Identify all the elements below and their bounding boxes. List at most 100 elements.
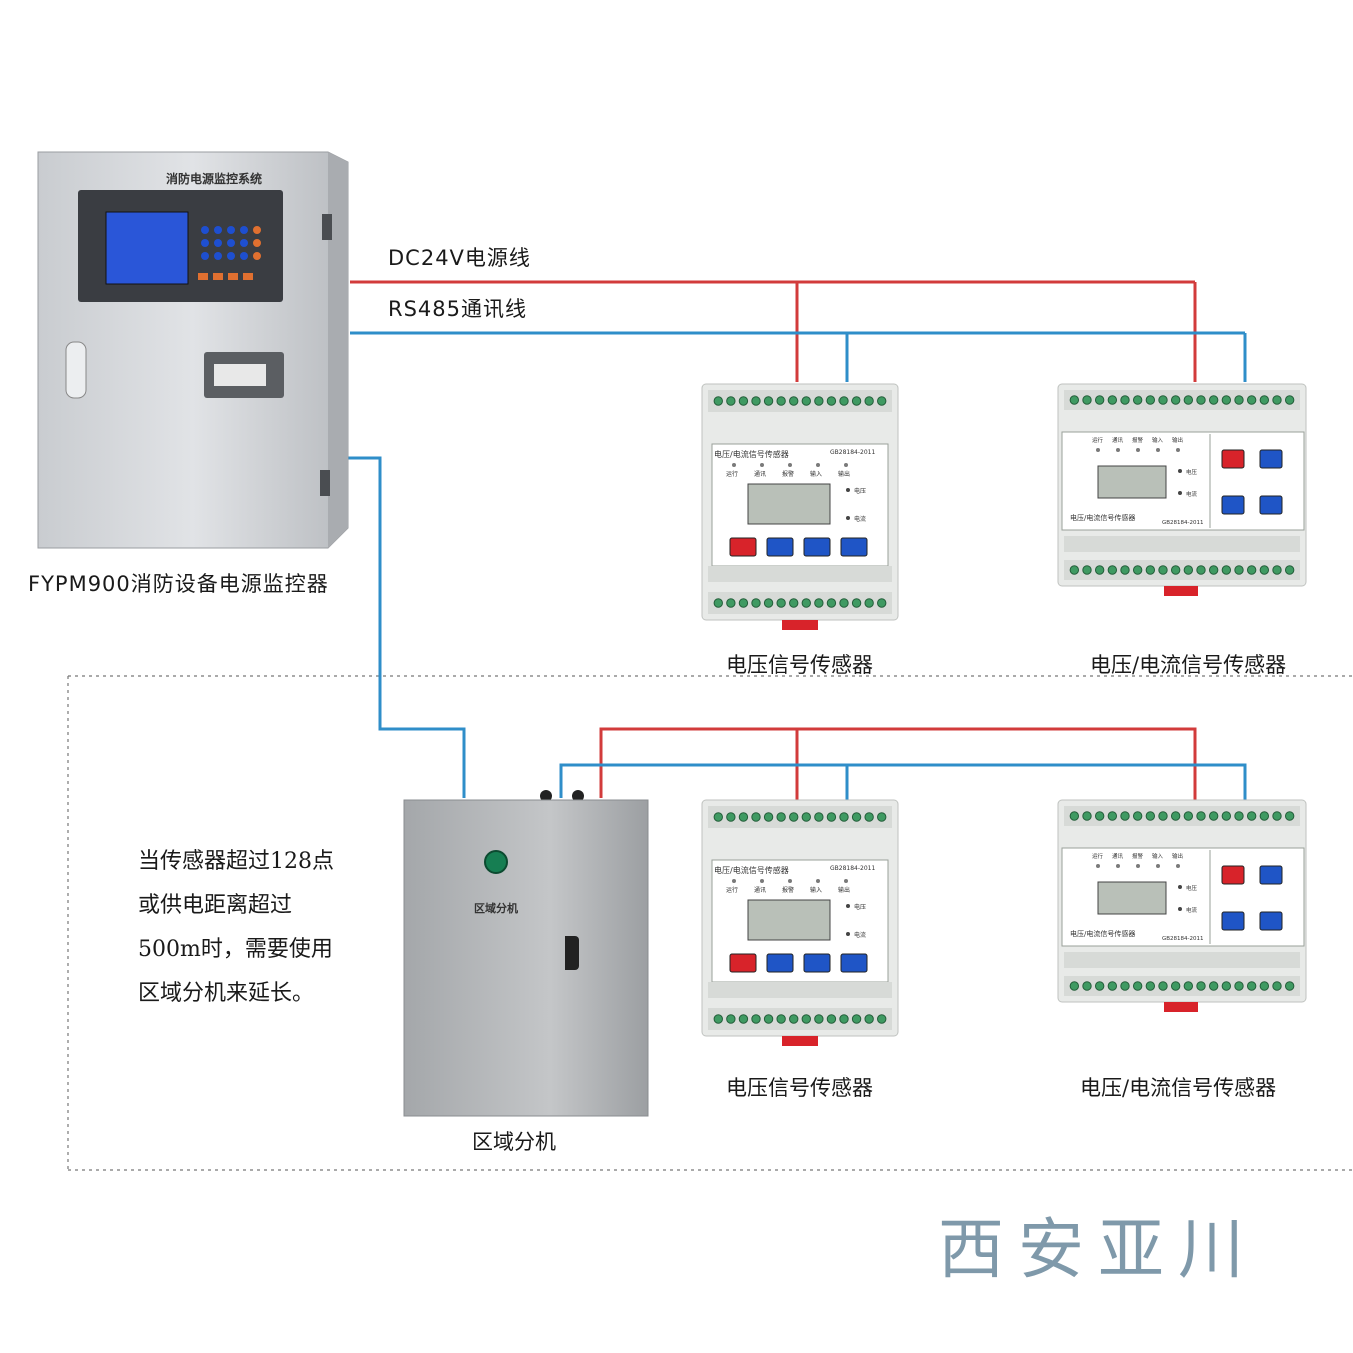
- terminal-screw: [826, 1014, 837, 1024]
- terminal-screw: [763, 1014, 774, 1024]
- module-menu-button[interactable]: [1221, 449, 1245, 469]
- controller-door-handle: [65, 341, 87, 399]
- module-arrow-button[interactable]: [1259, 449, 1283, 469]
- terminal-screw: [1246, 395, 1257, 405]
- terminal-screw: [1259, 981, 1270, 991]
- module-led-label: 通讯: [754, 886, 766, 894]
- module-front-label: 电压/电流信号传感器: [714, 449, 789, 459]
- terminal-screw: [839, 396, 849, 406]
- module-standard-label: GB28184-2011: [1162, 520, 1204, 526]
- module-arrow-button[interactable]: [840, 953, 868, 973]
- terminal-screw: [726, 812, 736, 822]
- module-led-label: 输出: [838, 886, 850, 894]
- module-arrow-button[interactable]: [803, 953, 831, 973]
- terminal-screw: [839, 598, 849, 608]
- terminal-screw: [864, 812, 874, 822]
- terminal-screw: [1246, 565, 1257, 575]
- terminal-screw: [1208, 395, 1219, 405]
- terminal-screw: [1208, 811, 1219, 821]
- upper-rs485-line: [350, 331, 1247, 382]
- module-arrow-button[interactable]: [766, 953, 794, 973]
- zone-rs485-link: [342, 456, 466, 798]
- terminal-screw: [826, 396, 837, 406]
- module-arrow-button[interactable]: [1221, 495, 1245, 515]
- terminal-screw: [751, 396, 761, 406]
- monitor-controller: [37, 151, 349, 549]
- module-arrow-button[interactable]: [1259, 911, 1283, 931]
- terminal-screw: [1082, 565, 1092, 575]
- terminal-screw: [1234, 811, 1244, 821]
- module-arrow-button[interactable]: [766, 537, 794, 557]
- module-led-label: 运行: [1092, 852, 1104, 860]
- module-arrow-button[interactable]: [1259, 495, 1283, 515]
- terminal-screw: [789, 598, 799, 608]
- terminal-screw: [1069, 811, 1080, 821]
- terminal-screw: [814, 396, 824, 406]
- controller-lcd: [105, 211, 189, 285]
- module-side-led-label: 电流: [854, 931, 866, 939]
- terminal-screw: [776, 1014, 786, 1024]
- terminal-screw: [713, 1014, 723, 1024]
- terminal-screw: [789, 812, 799, 822]
- module-side-led-label: 电压: [1186, 884, 1198, 892]
- module-side-led-label: 电压: [854, 903, 866, 911]
- terminal-screw: [1284, 981, 1295, 991]
- module-menu-button[interactable]: [729, 953, 757, 973]
- terminal-screw: [814, 812, 824, 822]
- module-standard-label: GB28184-2011: [830, 449, 875, 456]
- module-arrow-button[interactable]: [840, 537, 868, 557]
- module-side-led-label: 电压: [1186, 468, 1198, 476]
- terminal-screw: [801, 1014, 811, 1024]
- voltage-sensor-caption-upper: 电压信号传感器: [726, 653, 873, 677]
- terminal-screw: [1132, 981, 1143, 991]
- terminal-screw: [851, 812, 862, 822]
- controller-caption: FYPM900消防设备电源监控器: [28, 572, 329, 596]
- terminal-screw: [1107, 395, 1118, 405]
- terminal-screw: [789, 1014, 799, 1024]
- terminal-screw: [1183, 981, 1194, 991]
- module-menu-button[interactable]: [729, 537, 757, 557]
- zone-boundary: [67, 675, 1353, 1171]
- terminal-screw: [877, 598, 887, 608]
- terminal-screw: [1208, 565, 1219, 575]
- terminal-screw: [751, 812, 761, 822]
- terminal-screw: [1272, 565, 1282, 575]
- terminal-screw: [1272, 811, 1282, 821]
- terminal-screw: [1234, 981, 1244, 991]
- note-line: 500m时，需要使用: [138, 937, 333, 962]
- terminal-screw: [738, 598, 749, 608]
- terminal-screw: [1170, 565, 1181, 575]
- terminal-screw: [1132, 395, 1143, 405]
- module-standard-label: GB28184-2011: [830, 865, 875, 872]
- terminal-screw: [1259, 565, 1270, 575]
- terminal-screw: [1183, 565, 1194, 575]
- terminal-screw: [1145, 395, 1156, 405]
- terminal-screw: [1120, 981, 1130, 991]
- module-arrow-button[interactable]: [803, 537, 831, 557]
- module-arrow-button[interactable]: [1259, 865, 1283, 885]
- terminal-screw: [1196, 811, 1206, 821]
- terminal-screw: [839, 1014, 849, 1024]
- module-front-label: 电压/电流信号传感器: [1070, 513, 1135, 522]
- zone-box-caption: 区域分机: [472, 1130, 556, 1154]
- module-menu-button[interactable]: [1221, 865, 1245, 885]
- terminal-screw: [751, 1014, 761, 1024]
- terminal-screw: [801, 598, 811, 608]
- module-led-label: 输入: [810, 886, 822, 894]
- terminal-screw: [826, 812, 837, 822]
- voltage-current-sensor-caption-lower: 电压/电流信号传感器: [1080, 1076, 1277, 1100]
- module-standard-label: GB28184-2011: [1162, 936, 1204, 942]
- zone-box-lock: [565, 936, 579, 970]
- terminal-screw: [1221, 565, 1232, 575]
- controller-keypad: [201, 226, 248, 260]
- terminal-screw: [1221, 981, 1232, 991]
- terminal-screw: [1170, 981, 1181, 991]
- terminal-screw: [1221, 395, 1232, 405]
- terminal-screw: [1234, 395, 1244, 405]
- module-arrow-button[interactable]: [1221, 911, 1245, 931]
- module-led-label: 报警: [1132, 436, 1144, 444]
- terminal-screw: [814, 1014, 824, 1024]
- zone-box-panel-label: 区域分机: [474, 901, 518, 915]
- terminal-screw: [763, 396, 774, 406]
